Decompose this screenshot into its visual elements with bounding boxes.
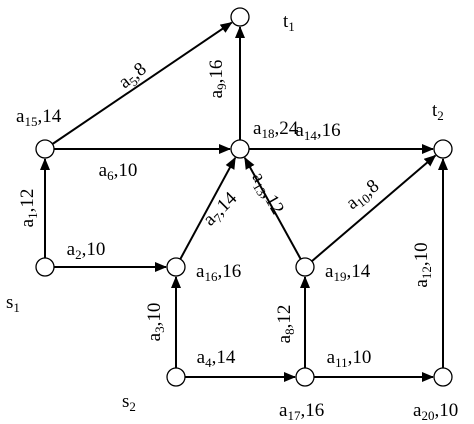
node-label-a16: a16,16 (196, 261, 241, 284)
node-label-a18: a18,24 (253, 118, 299, 141)
edge-label-a6: a6,10 (99, 160, 138, 183)
edge-label-a8: a8,12 (274, 305, 297, 344)
edges-layer (40, 21, 448, 382)
node-a15 (35, 139, 55, 159)
nodes-layer (35, 7, 453, 387)
node-label-s1: s1 (6, 292, 20, 315)
labels-layer: a5,8a6,10a9,16a14,16a1,12a2,10a7,14a13,1… (6, 11, 458, 423)
edge-label-a3: a3,10 (144, 303, 167, 342)
node-label-t1: t1 (283, 11, 295, 34)
edge-a13 (243, 156, 302, 260)
node-label-a17: a17,16 (279, 400, 324, 423)
node-t2 (433, 139, 453, 159)
edge-a7 (179, 156, 237, 260)
node-a20 (433, 367, 453, 387)
node-label-a19: a19,14 (325, 261, 371, 284)
edge-label-a2: a2,10 (67, 239, 106, 262)
edge-label-a13: a13,12 (246, 168, 289, 219)
edge-a10 (311, 154, 437, 262)
edge-label-a4: a4,14 (197, 347, 236, 370)
node-label-a20: a20,10 (413, 400, 458, 423)
node-a16 (166, 257, 186, 277)
node-label-t2: t2 (432, 100, 444, 123)
node-a18 (230, 139, 250, 159)
node-a19 (295, 257, 315, 277)
edge-label-a9: a9,16 (206, 60, 229, 99)
edge-label-a11: a11,10 (327, 347, 372, 370)
node-s2 (166, 367, 186, 387)
edge-a5 (51, 21, 233, 145)
node-t1 (230, 7, 250, 27)
edge-label-a14: a14,16 (295, 120, 340, 143)
edge-label-a12: a12,10 (411, 242, 434, 287)
node-label-s2: s2 (122, 391, 136, 414)
edge-label-a1: a1,12 (17, 189, 40, 228)
node-a17 (295, 367, 315, 387)
node-label-a15: a15,14 (16, 106, 62, 129)
node-s1 (35, 257, 55, 277)
edge-label-a7: a7,14 (199, 188, 243, 232)
edge-label-a10: a10,8 (342, 175, 384, 215)
